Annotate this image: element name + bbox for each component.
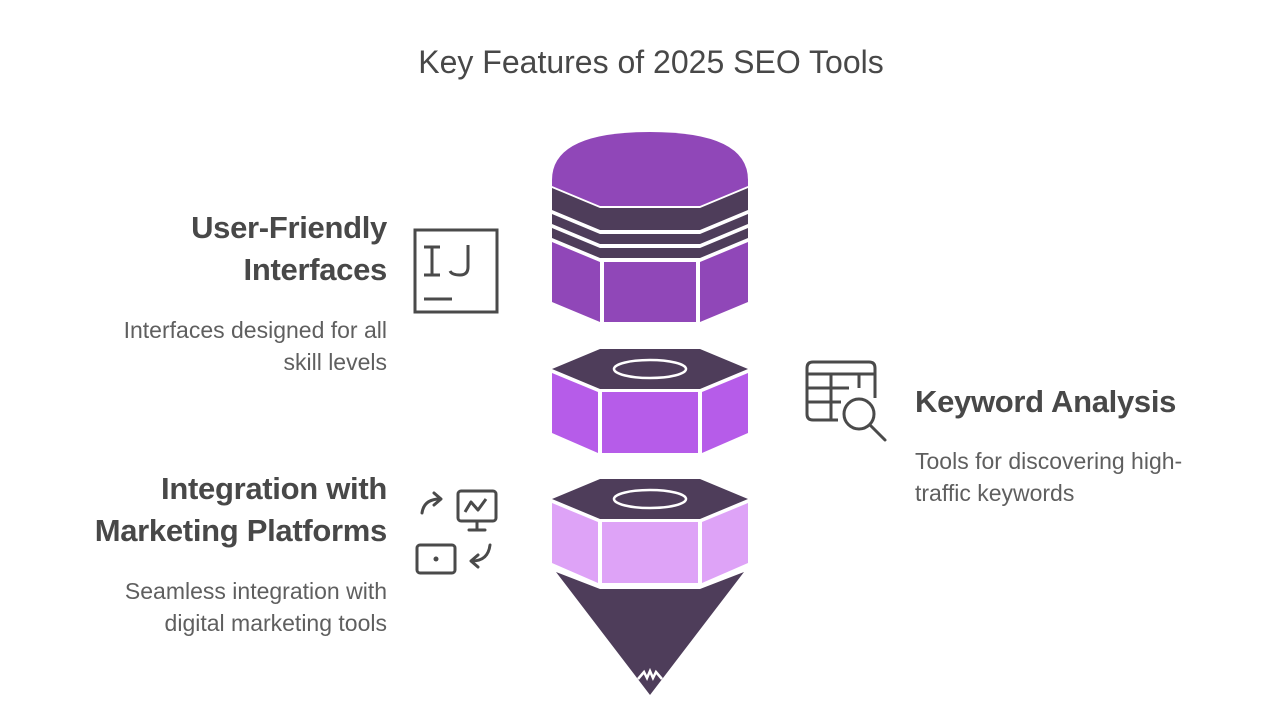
feature-title-line: Keyword Analysis xyxy=(915,384,1177,419)
feature-title-line: User-Friendly xyxy=(191,210,387,245)
pencil-tip-segment xyxy=(552,479,748,695)
feature-title-keyword-analysis: Keyword Analysis xyxy=(915,381,1255,423)
feature-desc-line: Interfaces designed for all xyxy=(123,317,387,343)
feature-desc-line: skill levels xyxy=(283,349,387,375)
pencil-eraser-segment xyxy=(552,132,748,322)
feature-desc-line: Seamless integration with xyxy=(124,578,387,604)
diagram-title: Key Features of 2025 SEO Tools xyxy=(418,44,884,80)
feature-desc-line: traffic keywords xyxy=(915,480,1075,506)
feature-desc-line: Tools for discovering high- xyxy=(915,448,1183,474)
pencil-middle-segment xyxy=(552,349,748,453)
sync-devices-icon xyxy=(415,489,498,575)
feature-desc-integration: Seamless integration with digital market… xyxy=(7,575,387,639)
ij-editor-icon xyxy=(413,228,499,314)
feature-desc-keyword-analysis: Tools for discovering high- traffic keyw… xyxy=(915,445,1255,509)
feature-title-line: Integration with xyxy=(161,471,387,506)
table-search-icon xyxy=(805,360,887,442)
feature-title-user-friendly: User-Friendly Interfaces xyxy=(27,207,387,291)
feature-desc-line: digital marketing tools xyxy=(164,610,387,636)
feature-title-line: Interfaces xyxy=(243,252,388,287)
feature-title-integration: Integration with Marketing Platforms xyxy=(7,468,388,552)
feature-title-line: Marketing Platforms xyxy=(94,513,388,548)
feature-desc-user-friendly: Interfaces designed for all skill levels xyxy=(27,314,387,378)
